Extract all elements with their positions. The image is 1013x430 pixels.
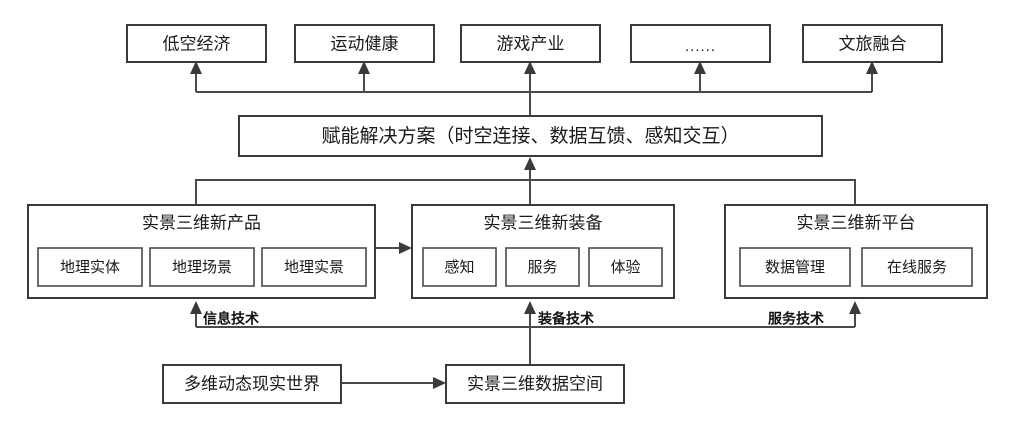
capability-row: 实景三维新产品 地理实体 地理场景 地理实景 实景三维新装备	[27, 204, 988, 299]
application-distribution-bus	[190, 61, 878, 116]
foundation-box-realworld-rect	[162, 364, 342, 404]
foundation-box-dataspace[interactable]: 实景三维数据空间	[445, 364, 625, 404]
solution-box[interactable]: 赋能解决方案（时空连接、数据互馈、感知交互）	[238, 115, 823, 157]
foundation-box-dataspace-rect	[445, 364, 625, 404]
solution-box-label: 赋能解决方案（时空连接、数据互馈、感知交互）	[321, 125, 739, 147]
foundation-box-dataspace-label: 实景三维数据空间	[467, 374, 603, 393]
application-row: 低空经济 运动健康 游戏产业 ...... 文旅融合	[126, 24, 943, 63]
capability-item-geographic-reality-rect	[261, 247, 367, 287]
capability-group-products-title: 实景三维新产品	[142, 213, 261, 232]
arrow-head-tech-equipment	[524, 301, 536, 314]
capability-bracket	[195, 179, 856, 205]
technology-bus	[190, 301, 861, 365]
capability-item-geographic-entity-label: 地理实体	[60, 259, 120, 276]
capability-item-geographic-reality-label: 地理实景	[284, 259, 344, 276]
foundation-box-realworld-label: 多维动态现实世界	[184, 374, 320, 393]
technology-labels: 信息技术 装备技术 服务技术	[203, 311, 824, 327]
arrow-head-tech-information	[190, 301, 202, 314]
application-box-4-label: ......	[685, 38, 716, 55]
capability-item-service-label: 服务	[527, 259, 557, 276]
capability-item-perception-rect	[422, 247, 497, 287]
arrow-head-app-4	[694, 61, 706, 74]
application-box-5[interactable]: 文旅融合	[802, 24, 943, 63]
capability-group-platform[interactable]: 实景三维新平台 数据管理 在线服务	[724, 204, 988, 299]
foundation-box-realworld[interactable]: 多维动态现实世界	[162, 364, 342, 404]
capability-item-experience-label: 体验	[610, 259, 640, 276]
application-box-1-label: 低空经济	[163, 34, 231, 53]
capability-item-experience-rect	[588, 247, 663, 287]
capability-item-geographic-scene[interactable]: 地理场景	[149, 247, 255, 287]
arrow-head-solution	[524, 157, 536, 170]
capability-group-products[interactable]: 实景三维新产品 地理实体 地理场景 地理实景	[27, 204, 376, 299]
foundation-row: 多维动态现实世界 实景三维数据空间	[162, 364, 625, 404]
application-box-1-rect	[126, 24, 267, 63]
capability-group-equipment[interactable]: 实景三维新装备 感知 服务 体验	[411, 204, 675, 299]
capability-item-data-management-label: 数据管理	[765, 259, 825, 276]
solution-box-rect	[238, 115, 823, 157]
arrow-head-app-1	[190, 61, 202, 74]
capability-to-solution-bracket	[195, 157, 856, 205]
application-box-3[interactable]: 游戏产业	[460, 24, 601, 63]
capability-item-service-rect	[505, 247, 580, 287]
arrow-head-dataspace	[433, 377, 446, 389]
application-box-2-rect	[294, 24, 435, 63]
capability-item-perception[interactable]: 感知	[422, 247, 497, 287]
capability-item-geographic-scene-label: 地理场景	[172, 259, 232, 276]
application-box-5-rect	[802, 24, 943, 63]
capability-item-geographic-reality[interactable]: 地理实景	[261, 247, 367, 287]
application-box-3-label: 游戏产业	[497, 34, 565, 53]
application-box-2[interactable]: 运动健康	[294, 24, 435, 63]
capability-item-geographic-scene-rect	[149, 247, 255, 287]
capability-item-online-service[interactable]: 在线服务	[861, 247, 973, 287]
arrow-head-app-2	[358, 61, 370, 74]
capability-group-equipment-title: 实景三维新装备	[484, 213, 603, 232]
capability-item-geographic-entity-rect	[37, 247, 143, 287]
capability-item-service[interactable]: 服务	[505, 247, 580, 287]
capability-item-online-service-rect	[861, 247, 973, 287]
application-box-2-label: 运动健康	[331, 34, 399, 53]
application-box-4[interactable]: ......	[630, 24, 771, 63]
application-box-3-rect	[460, 24, 601, 63]
technology-label-information: 信息技术	[203, 311, 259, 327]
application-box-1[interactable]: 低空经济	[126, 24, 267, 63]
capability-item-perception-label: 感知	[444, 259, 474, 276]
application-box-4-rect	[630, 24, 771, 63]
realworld-to-dataspace-arrow	[341, 377, 446, 389]
arrow-head-tech-service	[849, 301, 861, 314]
technology-label-service: 服务技术	[768, 311, 824, 327]
capability-group-platform-title: 实景三维新平台	[797, 213, 916, 232]
capability-item-online-service-label: 在线服务	[887, 259, 947, 276]
capability-item-experience[interactable]: 体验	[588, 247, 663, 287]
application-box-5-label: 文旅融合	[839, 34, 907, 53]
arrow-head-app-5	[866, 61, 878, 74]
technology-label-equipment: 装备技术	[537, 311, 594, 327]
arrow-head-equipment	[399, 242, 412, 254]
arrow-head-app-3	[524, 61, 536, 74]
capability-item-geographic-entity[interactable]: 地理实体	[37, 247, 143, 287]
capability-item-data-management-rect	[739, 247, 851, 287]
capability-item-data-management[interactable]: 数据管理	[739, 247, 851, 287]
